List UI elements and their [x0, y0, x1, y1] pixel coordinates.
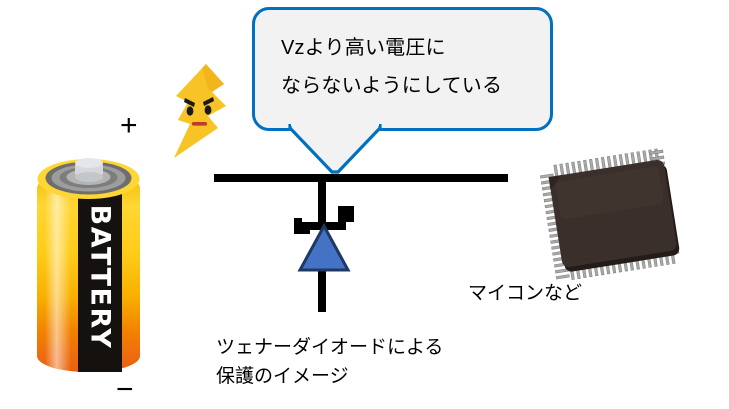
speech-bubble-text: Vzより高い電圧に ならないようにしている	[281, 29, 539, 105]
zener-anode-wire	[318, 268, 326, 312]
speech-bubble-tail	[288, 124, 382, 174]
microcontroller-caption: マイコンなど	[468, 283, 583, 304]
microcontroller-chip-icon	[539, 148, 680, 280]
battery-brand-label: BATTERY	[84, 204, 116, 350]
speech-bubble-line-1: Vzより高い電圧に	[281, 37, 446, 59]
battery-label-band: BATTERY	[78, 182, 122, 372]
speech-bubble: Vzより高い電圧に ならないようにしている	[252, 7, 553, 131]
battery-positive-terminal	[37, 158, 140, 199]
speech-bubble-line-2: ならないようにしている	[281, 75, 503, 97]
zener-caption-line-2: 保護のイメージ	[216, 366, 349, 387]
zener-diode-icon	[294, 206, 354, 272]
zener-cathode-wire	[318, 178, 326, 222]
battery-minus-sign: −	[116, 373, 134, 406]
supply-rail-wire	[214, 174, 508, 182]
zener-caption: ツェナーダイオードによる 保護のイメージ	[216, 333, 496, 391]
battery-plus-sign: +	[120, 109, 138, 142]
zener-caption-line-1: ツェナーダイオードによる	[216, 337, 444, 358]
battery: BATTERY	[37, 158, 140, 372]
angry-lightning-bolt-icon	[174, 64, 226, 158]
